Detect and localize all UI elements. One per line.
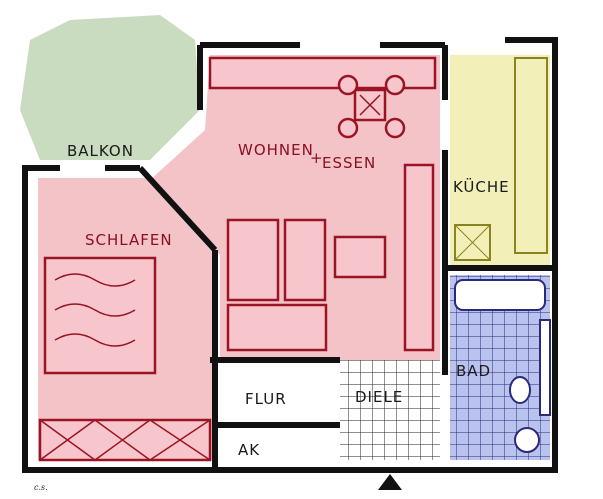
kitchen-counter	[454, 57, 548, 261]
room-label-bad: BAD	[456, 362, 491, 380]
room-label-wohnen: WOHNEN	[238, 141, 314, 159]
room-label-ak: AK	[238, 441, 260, 459]
walls	[22, 37, 558, 473]
signature: c.s.	[34, 483, 48, 492]
room-label-plus: +	[310, 149, 324, 167]
bathtub	[454, 279, 551, 453]
room-label-flur: FLUR	[245, 390, 287, 408]
sofa-set	[208, 56, 437, 352]
kitchen-area	[450, 55, 550, 265]
entrance-arrow-icon	[378, 474, 402, 490]
hallway-flur-area	[215, 360, 340, 460]
room-label-schlafen: SCHLAFEN	[85, 231, 173, 249]
dining-table	[337, 74, 406, 139]
room-label-diele: DIELE	[355, 388, 403, 406]
wardrobe	[38, 418, 212, 462]
bed	[43, 256, 157, 375]
room-label-essen: ESSEN	[322, 154, 376, 172]
balcony-area	[20, 15, 200, 160]
room-label-balkon: BALKON	[67, 142, 134, 160]
room-label-kueche: KÜCHE	[453, 177, 510, 196]
living-room-area	[150, 55, 440, 360]
hallway-diele-area	[340, 360, 440, 460]
